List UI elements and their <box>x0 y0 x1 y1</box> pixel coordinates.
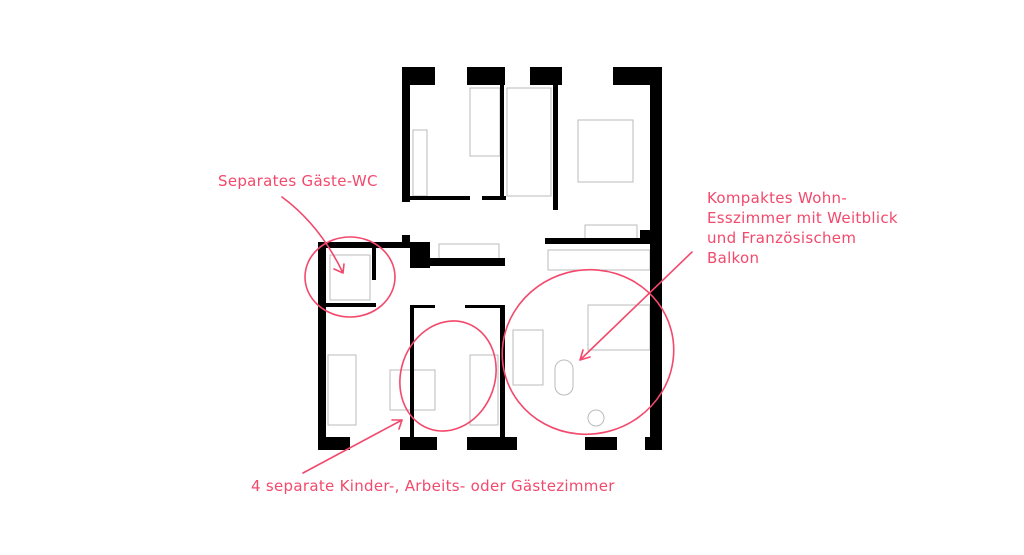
annotation-wc: Separates Gäste-WC <box>218 172 378 190</box>
wardrobe-room-1 <box>412 129 428 197</box>
plant <box>587 409 605 427</box>
room-circle <box>399 320 497 432</box>
annotation-living-line: Balkon <box>707 249 760 267</box>
wc-arrow <box>281 196 345 274</box>
annotation-living: Kompaktes Wohn- Esszimmer mit Weitblick … <box>707 188 898 268</box>
coffee-table <box>554 359 574 396</box>
bed-room-4 <box>469 354 499 426</box>
bed-room-3 <box>327 354 357 426</box>
bed-room-1 <box>469 87 501 157</box>
furniture <box>327 87 651 427</box>
annotation-living-line: Esszimmer mit Weitblick <box>707 209 898 227</box>
annotation-rooms: 4 separate Kinder-, Arbeits- oder Gästez… <box>251 477 615 495</box>
walls <box>318 67 662 450</box>
double-bed <box>577 119 634 183</box>
rooms-arrow <box>302 419 403 474</box>
wc-circle <box>304 236 396 318</box>
annotation-living-line: Kompaktes Wohn- <box>707 189 848 207</box>
bathroom-fixtures <box>506 87 552 197</box>
living-circle <box>501 268 675 436</box>
annotation-marks <box>281 196 693 474</box>
annotation-living-line: und Französischem <box>707 229 857 247</box>
kitchen-counter <box>547 249 651 271</box>
living-arrow <box>579 251 693 361</box>
sofa <box>512 329 544 386</box>
wc-fixtures <box>329 254 371 301</box>
